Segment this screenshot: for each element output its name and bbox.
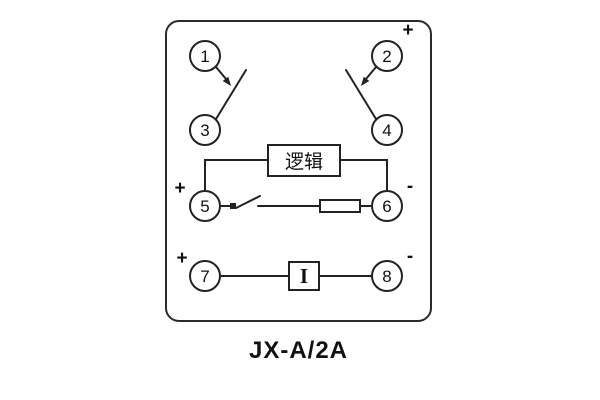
contact-1-3-arrow-icon — [222, 76, 231, 86]
terminal-7: 7 — [189, 260, 221, 292]
terminal-3: 3 — [189, 114, 221, 146]
terminal-6: 6 — [371, 190, 403, 222]
trip-circuit-row — [220, 195, 372, 213]
terminal-1: 1 — [189, 40, 221, 72]
wire-terminal5-to-logic — [204, 159, 268, 191]
terminal-2: 2 — [371, 40, 403, 72]
current-element-box: I — [288, 261, 320, 291]
contact-2-4-blade — [345, 69, 377, 120]
logic-box: 逻辑 — [267, 144, 341, 177]
polarity-plus-terminal5: + — [174, 178, 186, 199]
contact-1-3 — [215, 66, 247, 120]
switch-blade — [235, 195, 261, 209]
logic-box-label: 逻辑 — [284, 152, 323, 173]
contact-1-3-blade — [215, 69, 247, 120]
wire-logic-to-terminal6 — [340, 159, 388, 191]
contact-2-4-arrow-icon — [361, 76, 370, 86]
polarity-plus-terminal2: + — [402, 20, 414, 41]
polarity-minus-terminal8: - — [406, 246, 414, 267]
diagram-title: JX-A/2A — [248, 337, 349, 364]
terminal-5: 5 — [189, 190, 221, 222]
polarity-minus-terminal6: - — [406, 176, 414, 197]
contact-2-4 — [345, 66, 377, 120]
resistor-symbol — [319, 199, 361, 213]
terminal-4: 4 — [371, 114, 403, 146]
polarity-plus-terminal7: + — [176, 248, 188, 269]
contact-1-3-lead — [215, 66, 227, 80]
current-element-label: I — [299, 263, 309, 288]
terminal-8: 8 — [371, 260, 403, 292]
contact-2-4-lead — [365, 66, 377, 80]
relay-case-outline — [165, 20, 432, 322]
switch-pivot-stud — [230, 203, 236, 209]
